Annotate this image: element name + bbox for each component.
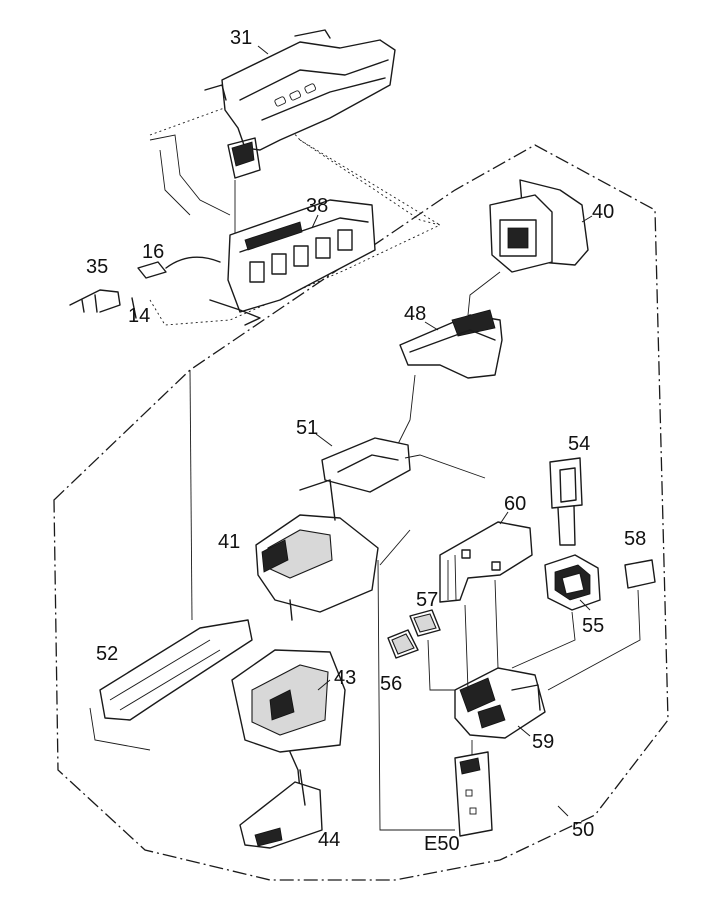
label-56: 56 bbox=[380, 673, 402, 695]
part-38-switch-block bbox=[209, 199, 376, 326]
assembly-50-boundary bbox=[53, 144, 669, 881]
flex-cable-upper bbox=[149, 134, 231, 216]
label-58: 58 bbox=[624, 528, 646, 550]
label-54: 54 bbox=[568, 433, 590, 455]
part-14-screw bbox=[131, 297, 137, 319]
guide-41-right bbox=[379, 529, 411, 566]
leader-38 bbox=[311, 214, 319, 229]
label-41: 41 bbox=[218, 531, 240, 553]
label-52: 52 bbox=[96, 643, 118, 665]
label-E50: E50 bbox=[424, 833, 460, 855]
leader-40 bbox=[581, 215, 593, 223]
leader-50 bbox=[557, 805, 569, 817]
guide-41-left bbox=[189, 369, 193, 621]
guide-left-E50 bbox=[377, 559, 455, 831]
leader-31 bbox=[257, 45, 269, 55]
part-44-base-bracket bbox=[239, 769, 323, 849]
leader-60 bbox=[499, 511, 509, 525]
part-57-filter bbox=[409, 609, 441, 637]
label-16: 16 bbox=[142, 241, 164, 263]
leader-43 bbox=[317, 679, 331, 691]
part-31-top-cover bbox=[204, 29, 396, 179]
guide-60-59 bbox=[464, 579, 499, 691]
leader-48 bbox=[424, 321, 439, 331]
label-51: 51 bbox=[296, 417, 318, 439]
part-41-mechanism bbox=[255, 479, 379, 621]
part-35-bracket bbox=[69, 289, 121, 313]
part-52-flex-ribbon bbox=[89, 619, 253, 751]
label-38: 38 bbox=[306, 195, 328, 217]
part-54-lcd-panel bbox=[549, 457, 583, 546]
guide-48-51 bbox=[394, 374, 416, 451]
part-59-lcd-block bbox=[454, 667, 546, 739]
guide-58-59 bbox=[547, 589, 641, 691]
label-50: 50 bbox=[572, 819, 594, 841]
leader-59 bbox=[517, 725, 531, 737]
guide-31-38 bbox=[299, 139, 441, 226]
label-14: 14 bbox=[128, 305, 150, 327]
label-57: 57 bbox=[416, 589, 438, 611]
label-59: 59 bbox=[532, 731, 554, 753]
label-60: 60 bbox=[504, 493, 526, 515]
upper-assembly-outline bbox=[149, 94, 442, 326]
leader-51 bbox=[315, 433, 333, 447]
part-55-lcd-holder bbox=[544, 554, 601, 611]
leader-55 bbox=[579, 599, 591, 611]
label-44: 44 bbox=[318, 829, 340, 851]
part-40-eyepiece bbox=[489, 179, 589, 273]
part-43-lower-frame bbox=[231, 649, 346, 791]
guide-56-59 bbox=[427, 639, 455, 691]
part-58-sheet bbox=[624, 559, 656, 589]
part-56-filter bbox=[387, 629, 419, 659]
part-16-switch bbox=[137, 256, 221, 279]
part-E50-circuit-board bbox=[454, 751, 493, 837]
label-35: 35 bbox=[86, 256, 108, 278]
part-51-plate bbox=[321, 437, 486, 493]
part-60-lcd-frame bbox=[439, 521, 533, 603]
guide-40-48 bbox=[467, 271, 501, 316]
label-40: 40 bbox=[592, 201, 614, 223]
label-55: 55 bbox=[582, 615, 604, 637]
label-48: 48 bbox=[404, 303, 426, 325]
part-48-vf-housing bbox=[399, 309, 503, 379]
label-31: 31 bbox=[230, 27, 252, 49]
label-43: 43 bbox=[334, 667, 356, 689]
guide-55-59 bbox=[511, 611, 576, 669]
